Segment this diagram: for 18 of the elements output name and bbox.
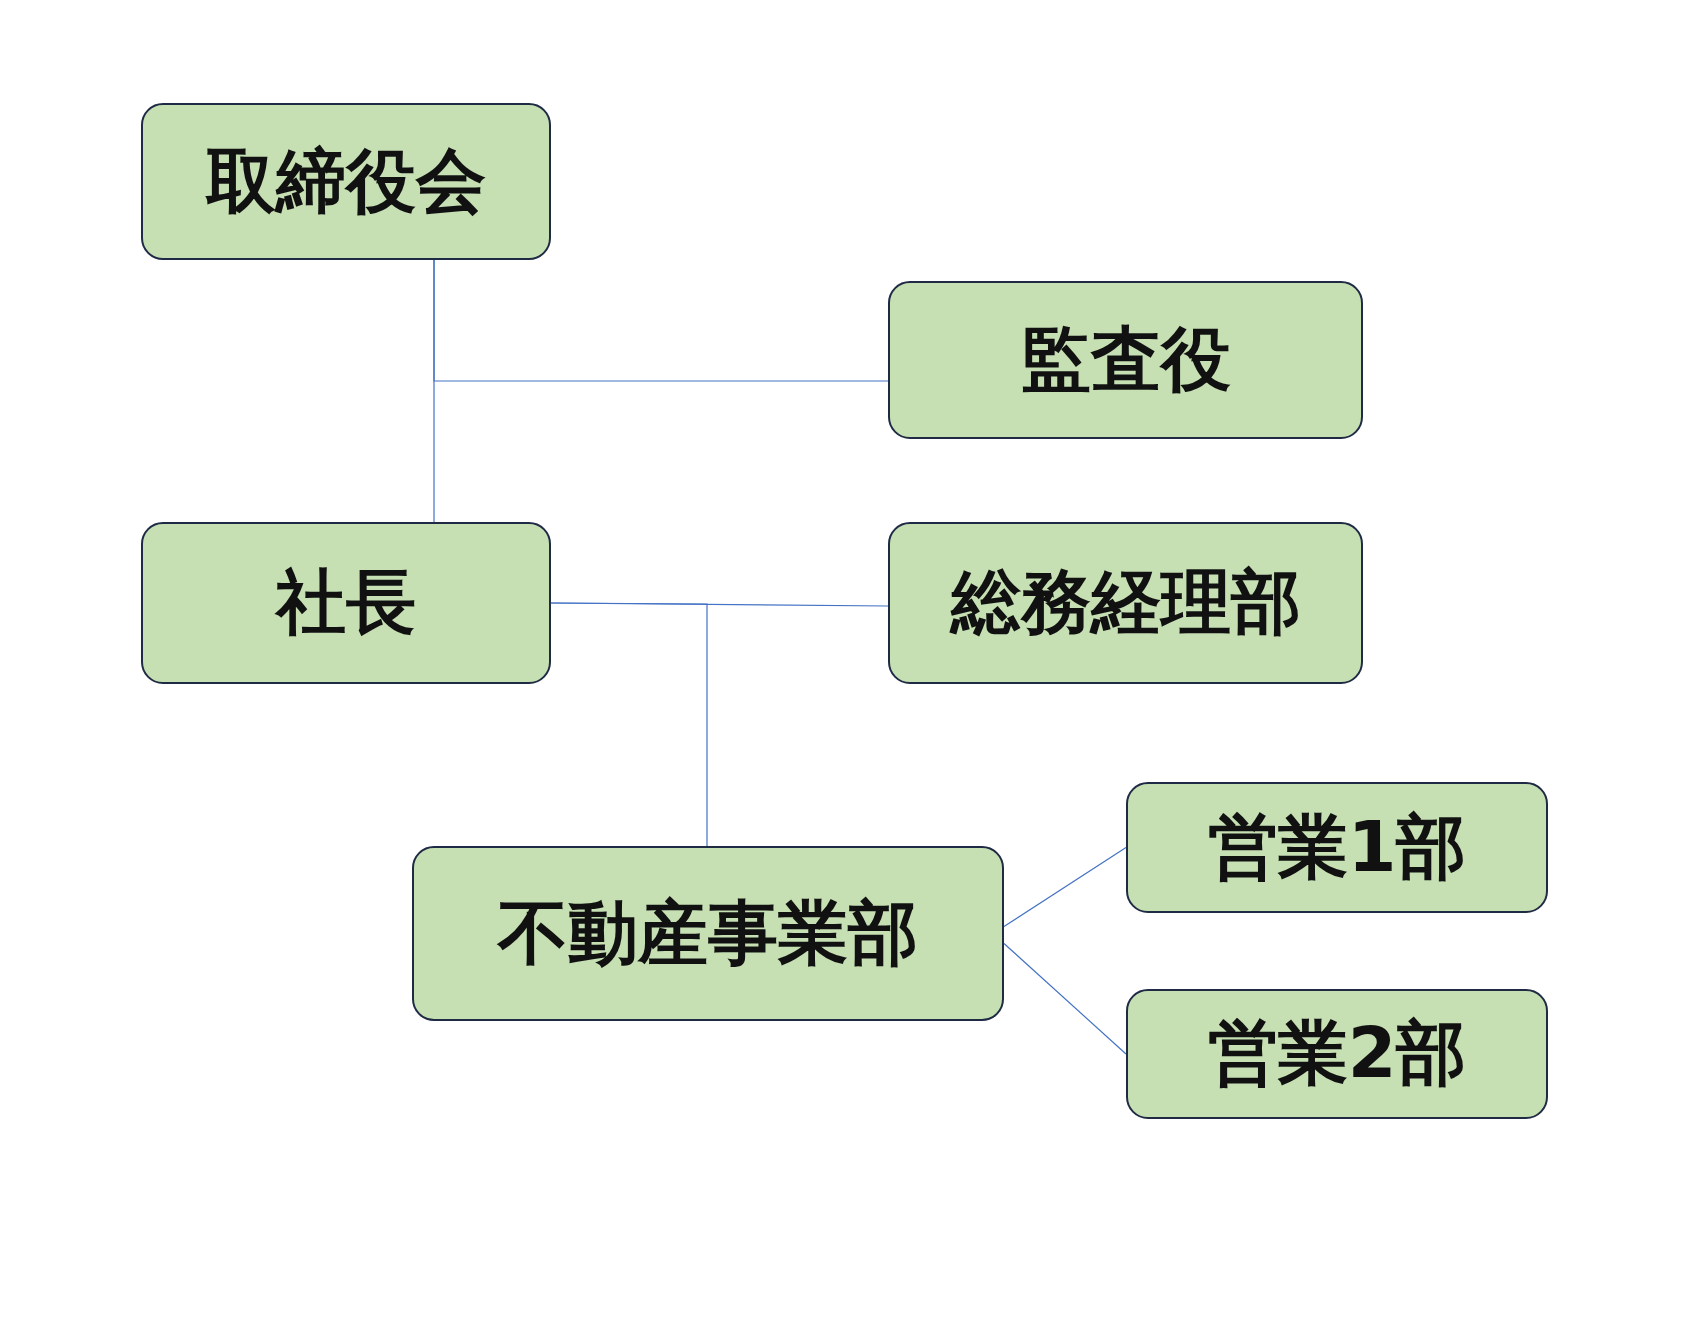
org-unit-box: [1126, 782, 1548, 913]
unit-name: 不動産事業部: [498, 890, 918, 976]
org-unit-box: [1126, 989, 1548, 1119]
connector-line: [550, 602, 708, 847]
connector-line: [1003, 846, 1127, 928]
unit-name: 営業1部: [1207, 804, 1467, 890]
org-unit-box: [141, 103, 551, 260]
connector-line: [1003, 942, 1127, 1055]
org-unit-box: [141, 522, 551, 684]
unit-name: 社長: [276, 560, 416, 645]
connector-line: [433, 259, 889, 382]
unit-name: 監査役: [1020, 317, 1231, 402]
unit-name: 総務経理部: [950, 560, 1301, 645]
org-unit-box: [888, 281, 1363, 439]
unit-name: 営業2部: [1207, 1011, 1467, 1096]
unit-name: 取締役会: [206, 138, 486, 224]
org-unit-box: [888, 522, 1363, 684]
org-unit-box: [412, 846, 1004, 1021]
